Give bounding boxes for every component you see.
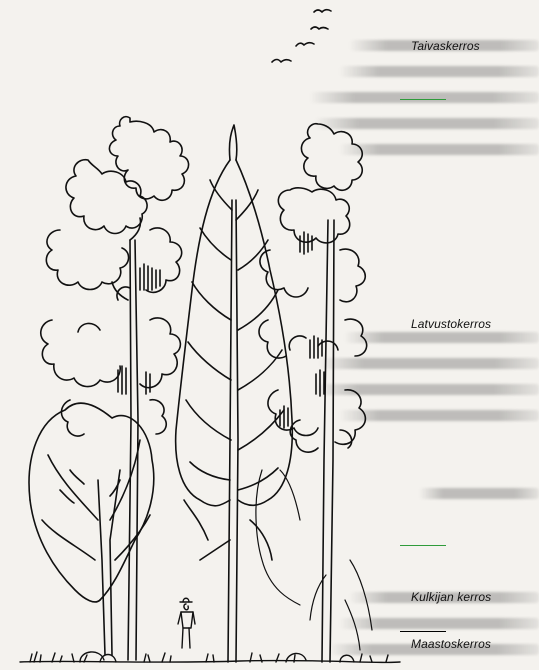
walker-figure-icon bbox=[178, 598, 195, 648]
layer-label-canopy: Latvustokerros bbox=[411, 317, 491, 331]
layer-label-walker: Kulkijan kerros bbox=[411, 590, 491, 604]
separator-line bbox=[400, 631, 446, 632]
layer-label-terrain: Maastoskerros bbox=[411, 637, 491, 651]
layer-label-sky: Taivaskerros bbox=[411, 39, 480, 53]
separator-line bbox=[400, 99, 446, 100]
left-broadleaf-tree bbox=[29, 403, 154, 655]
separator-line bbox=[400, 545, 446, 546]
left-conifer-tree bbox=[41, 117, 189, 660]
ground-line bbox=[20, 652, 400, 663]
middle-birch-tree bbox=[176, 125, 293, 662]
right-conifer-tree bbox=[259, 124, 367, 662]
birds-icon bbox=[272, 10, 331, 62]
